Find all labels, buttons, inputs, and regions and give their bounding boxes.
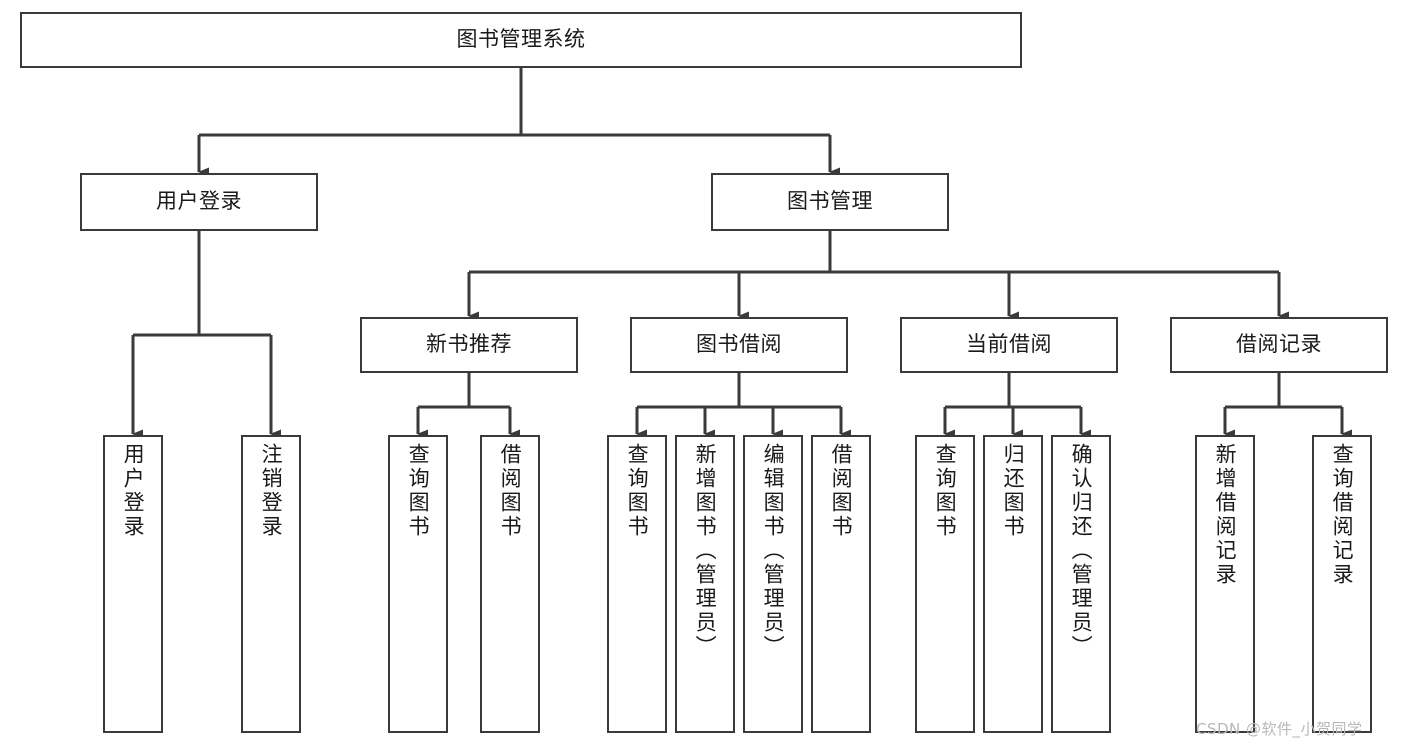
node-leaf-rec-query-book-label: 查询图书 — [406, 443, 431, 539]
node-leaf-borrow-borrow-book-label: 借阅图书 — [829, 443, 854, 539]
node-new-book-recommend[interactable]: 新书推荐 — [360, 317, 578, 373]
node-leaf-current-confirm-return-label: 确认归还（管理员） — [1069, 443, 1094, 659]
node-user-login-label: 用户登录 — [156, 189, 242, 214]
node-leaf-current-query-book[interactable]: 查询图书 — [915, 435, 975, 733]
node-leaf-rec-borrow-book-label: 借阅图书 — [498, 443, 523, 539]
node-leaf-borrow-edit-book[interactable]: 编辑图书（管理员） — [743, 435, 803, 733]
node-leaf-borrow-borrow-book[interactable]: 借阅图书 — [811, 435, 871, 733]
node-leaf-user-login[interactable]: 用户登录 — [103, 435, 163, 733]
node-leaf-borrow-add-book[interactable]: 新增图书（管理员） — [675, 435, 735, 733]
node-current-borrow-label: 当前借阅 — [966, 332, 1052, 357]
node-leaf-current-return-book-label: 归还图书 — [1001, 443, 1026, 539]
node-leaf-borrow-query-book[interactable]: 查询图书 — [607, 435, 667, 733]
node-book-borrow-label: 图书借阅 — [696, 332, 782, 357]
node-leaf-rec-query-book[interactable]: 查询图书 — [388, 435, 448, 733]
node-leaf-record-query[interactable]: 查询借阅记录 — [1312, 435, 1372, 733]
node-current-borrow[interactable]: 当前借阅 — [900, 317, 1118, 373]
node-book-manage-label: 图书管理 — [787, 189, 873, 214]
node-leaf-record-add-label: 新增借阅记录 — [1213, 443, 1238, 587]
node-leaf-record-add[interactable]: 新增借阅记录 — [1195, 435, 1255, 733]
node-leaf-user-login-label: 用户登录 — [121, 443, 146, 539]
node-leaf-rec-borrow-book[interactable]: 借阅图书 — [480, 435, 540, 733]
node-leaf-current-return-book[interactable]: 归还图书 — [983, 435, 1043, 733]
node-leaf-borrow-query-book-label: 查询图书 — [625, 443, 650, 539]
node-leaf-current-query-book-label: 查询图书 — [933, 443, 958, 539]
node-root[interactable]: 图书管理系统 — [20, 12, 1022, 68]
node-borrow-record[interactable]: 借阅记录 — [1170, 317, 1388, 373]
node-leaf-current-confirm-return[interactable]: 确认归还（管理员） — [1051, 435, 1111, 733]
node-borrow-record-label: 借阅记录 — [1236, 332, 1322, 357]
node-root-label: 图书管理系统 — [456, 27, 586, 52]
node-book-manage[interactable]: 图书管理 — [711, 173, 949, 231]
node-new-book-recommend-label: 新书推荐 — [426, 332, 512, 357]
node-leaf-user-logout[interactable]: 注销登录 — [241, 435, 301, 733]
node-leaf-user-logout-label: 注销登录 — [259, 443, 284, 539]
node-book-borrow[interactable]: 图书借阅 — [630, 317, 848, 373]
node-leaf-borrow-add-book-label: 新增图书（管理员） — [693, 443, 718, 659]
node-user-login[interactable]: 用户登录 — [80, 173, 318, 231]
node-leaf-record-query-label: 查询借阅记录 — [1330, 443, 1355, 587]
node-leaf-borrow-edit-book-label: 编辑图书（管理员） — [761, 443, 786, 659]
